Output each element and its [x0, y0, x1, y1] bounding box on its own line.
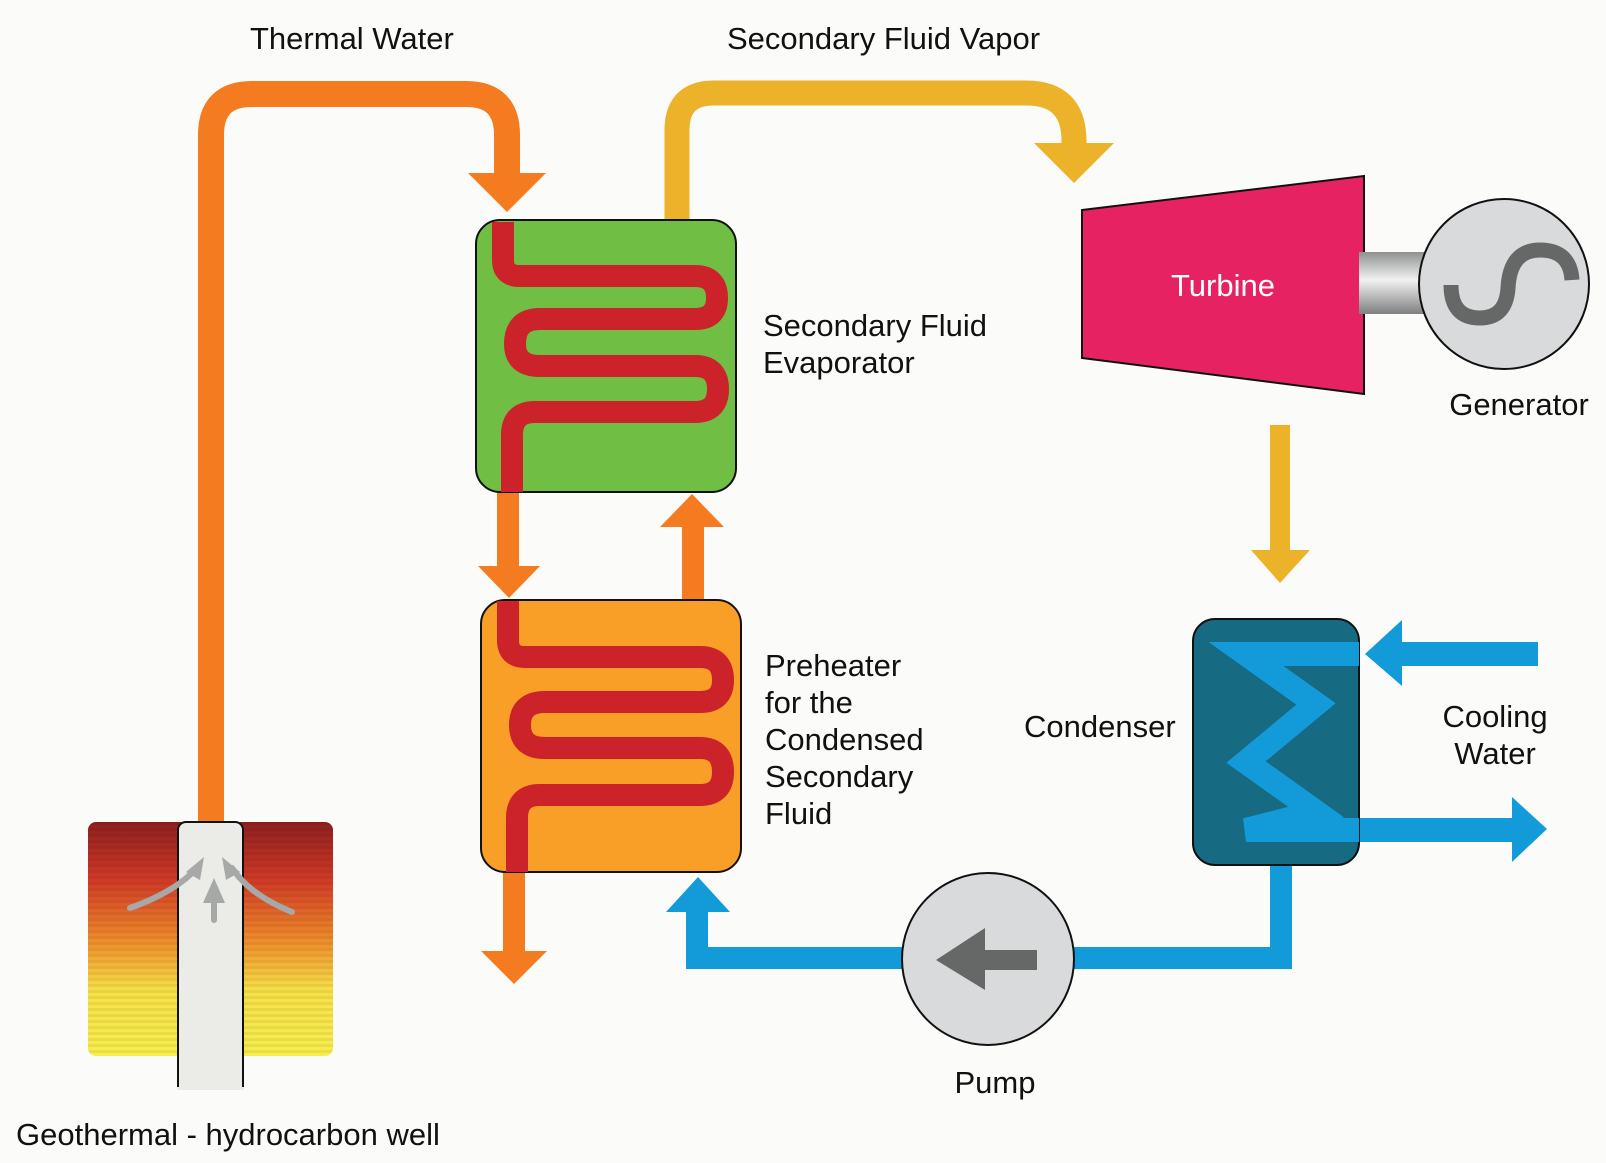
generator [1418, 198, 1590, 370]
thermal-water-outlet-arrow [481, 870, 547, 984]
evaporator-label-line-2: Evaporator [763, 345, 915, 380]
evaporator-to-preheater-arrow [478, 480, 540, 598]
evaporator-label-line-1: Secondary Fluid [763, 308, 987, 343]
cooling-water-in-arrow [1365, 620, 1538, 686]
turbine-label: Turbine [1171, 268, 1275, 303]
sine-wave-icon [1443, 242, 1580, 326]
preheater [480, 599, 742, 873]
preheater-label-line-2: for the [765, 685, 853, 720]
turbine-shaft [1359, 252, 1425, 314]
evaporator-coil [492, 222, 729, 492]
thermal-water-arrowhead [468, 173, 546, 212]
condenser [1192, 618, 1360, 866]
geothermal-well [88, 821, 333, 1090]
preheater-label-line-4: Secondary [765, 759, 914, 794]
pump [901, 872, 1075, 1046]
cooling-water-label-line-1: Cooling [1442, 699, 1547, 734]
pump-label: Pump [955, 1065, 1036, 1100]
well-label: Geothermal - hydrocarbon well [16, 1117, 440, 1152]
secondary-vapor-label: Secondary Fluid Vapor [727, 21, 1040, 56]
evaporator [475, 219, 737, 493]
cooling-water-out-arrow [1355, 797, 1547, 862]
turbine-to-condenser-arrow [1251, 425, 1310, 583]
thermal-water-label: Thermal Water [250, 21, 454, 56]
preheater-label-line-1: Preheater [765, 648, 901, 683]
turbine [1081, 174, 1365, 396]
vapor-arrowhead [1034, 143, 1114, 183]
generator-label: Generator [1449, 387, 1589, 422]
preheater-label-line-5: Fluid [765, 796, 832, 831]
condenser-coil [1208, 642, 1359, 842]
preheater-to-evaporator-arrow [660, 494, 724, 601]
thermal-water-pipe [198, 81, 546, 830]
preheater-label-line-3: Condensed [765, 722, 924, 757]
condenser-label: Condenser [1024, 709, 1176, 744]
cooling-water-label-line-2: Water [1454, 736, 1536, 771]
pump-arrow-icon [936, 928, 1037, 990]
secondary-vapor-pipe [664, 80, 1114, 222]
well-pipe [177, 821, 244, 1088]
condensate-arrowhead [666, 877, 730, 912]
preheater-coil [497, 601, 734, 872]
